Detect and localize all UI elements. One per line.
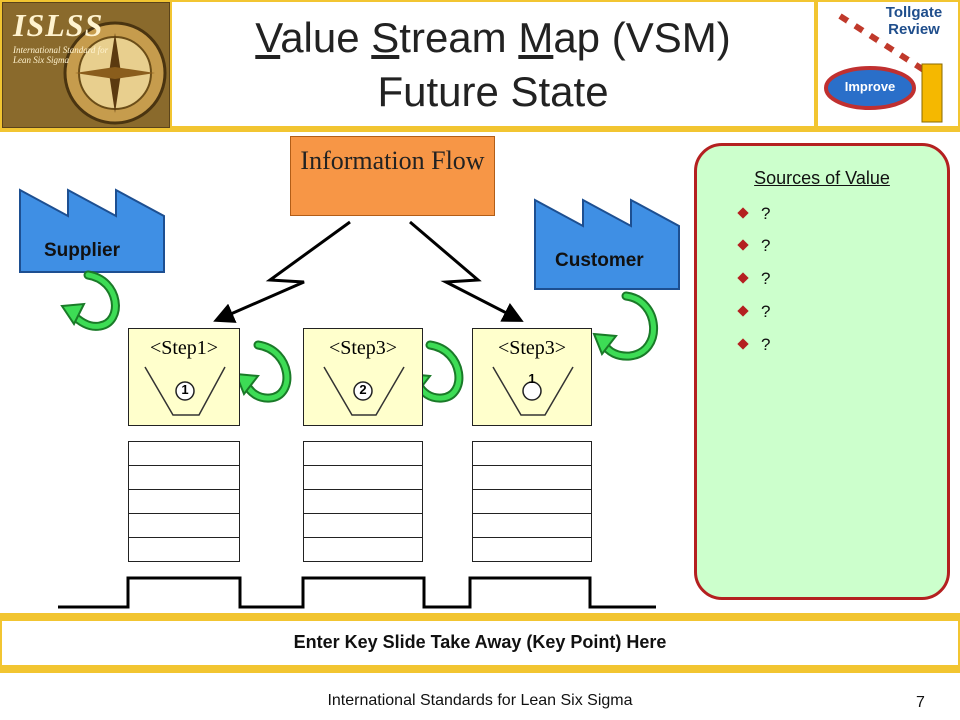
- table-row: [128, 537, 240, 562]
- table-row: [303, 489, 423, 514]
- list-item: ?: [737, 269, 771, 289]
- table-row: [472, 537, 592, 562]
- process-step-3: <Step3> 1: [472, 328, 592, 426]
- title-letter-v: V: [255, 14, 281, 61]
- list-item-text: ?: [761, 204, 771, 223]
- customer-label: Customer: [555, 250, 644, 271]
- process-step-2: <Step3> 2: [303, 328, 423, 426]
- table-row: [472, 441, 592, 466]
- table-row: [303, 465, 423, 490]
- logo-name: ISLSS: [13, 7, 104, 43]
- step-label: <Step3>: [497, 337, 567, 359]
- list-item: ?: [737, 302, 771, 322]
- list-item: ?: [737, 236, 771, 256]
- page-subtitle: Future State: [377, 68, 609, 115]
- logo-subtitle: International Standard for Lean Six Sigm…: [13, 45, 109, 65]
- title-part: ap (VSM): [553, 14, 731, 61]
- info-arrow-left: [213, 220, 351, 323]
- supplier-label: Supplier: [44, 240, 121, 261]
- operator-icon: [492, 366, 574, 416]
- page-number: 7: [916, 694, 925, 711]
- badge-line2: Review: [888, 21, 940, 38]
- info-arrow-right: [409, 220, 524, 322]
- table-row: [303, 441, 423, 466]
- bullet-diamond-icon: [737, 304, 749, 317]
- data-box-3: [472, 441, 592, 562]
- list-item-text: ?: [761, 236, 771, 255]
- information-flow-box: Information Flow: [290, 136, 495, 216]
- badge-line1: Tollgate: [885, 4, 943, 21]
- table-row: [303, 537, 423, 562]
- table-row: [128, 489, 240, 514]
- table-row: [472, 489, 592, 514]
- logo: ISLSS International Standard for Lean Si…: [2, 2, 170, 128]
- diagram-lines: [19, 188, 680, 609]
- takeaway-box: Enter Key Slide Take Away (Key Point) He…: [2, 621, 958, 665]
- supplier-factory-icon: [19, 188, 165, 273]
- list-item-text: ?: [761, 302, 771, 321]
- step-label: <Step3>: [328, 337, 398, 359]
- step-label: <Step1>: [149, 337, 219, 359]
- title-part: tream: [399, 14, 519, 61]
- takeaway-text: Enter Key Slide Take Away (Key Point) He…: [293, 632, 667, 652]
- bullet-diamond-icon: [737, 337, 749, 350]
- title-box: Value Stream Map (VSM) Future State: [172, 2, 814, 126]
- table-row: [472, 513, 592, 538]
- process-step-1: <Step1> 1: [128, 328, 240, 426]
- operator-icon: [323, 366, 405, 416]
- title-part: alue: [280, 14, 372, 61]
- page-title: Value Stream Map (VSM): [172, 14, 814, 62]
- table-row: [128, 465, 240, 490]
- bullet-diamond-icon: [737, 206, 749, 219]
- customer-factory-icon: [534, 198, 680, 290]
- operator-count: 2: [359, 382, 367, 397]
- data-box-1: [128, 441, 240, 562]
- tollgate-badge: Tollgate Review Improve: [818, 2, 958, 126]
- takeaway-band: Enter Key Slide Take Away (Key Point) He…: [0, 613, 960, 673]
- list-item-text: ?: [761, 335, 771, 354]
- data-box-2: [303, 441, 423, 562]
- table-row: [472, 465, 592, 490]
- title-letter-m: M: [518, 14, 554, 61]
- footer-text: International Standards for Lean Six Sig…: [327, 692, 633, 709]
- bullet-diamond-icon: [737, 271, 749, 284]
- improve-badge: Improve: [844, 79, 896, 94]
- timeline: [58, 576, 656, 609]
- table-row: [128, 513, 240, 538]
- bullet-diamond-icon: [737, 238, 749, 251]
- operator-icon: [144, 366, 226, 416]
- operator-count: 1: [528, 371, 536, 386]
- title-letter-s: S: [371, 14, 400, 61]
- table-row: [303, 513, 423, 538]
- compass-icon: [63, 21, 167, 125]
- sources-title: Sources of Value: [754, 168, 890, 188]
- list-item: ?: [737, 204, 771, 224]
- table-row: [128, 441, 240, 466]
- list-item-text: ?: [761, 269, 771, 288]
- list-item: ?: [737, 335, 771, 355]
- operator-count: 1: [181, 382, 189, 397]
- tollgate-icon: [824, 13, 943, 123]
- sources-of-value-panel: Sources of Value ? ? ? ? ?: [694, 143, 950, 600]
